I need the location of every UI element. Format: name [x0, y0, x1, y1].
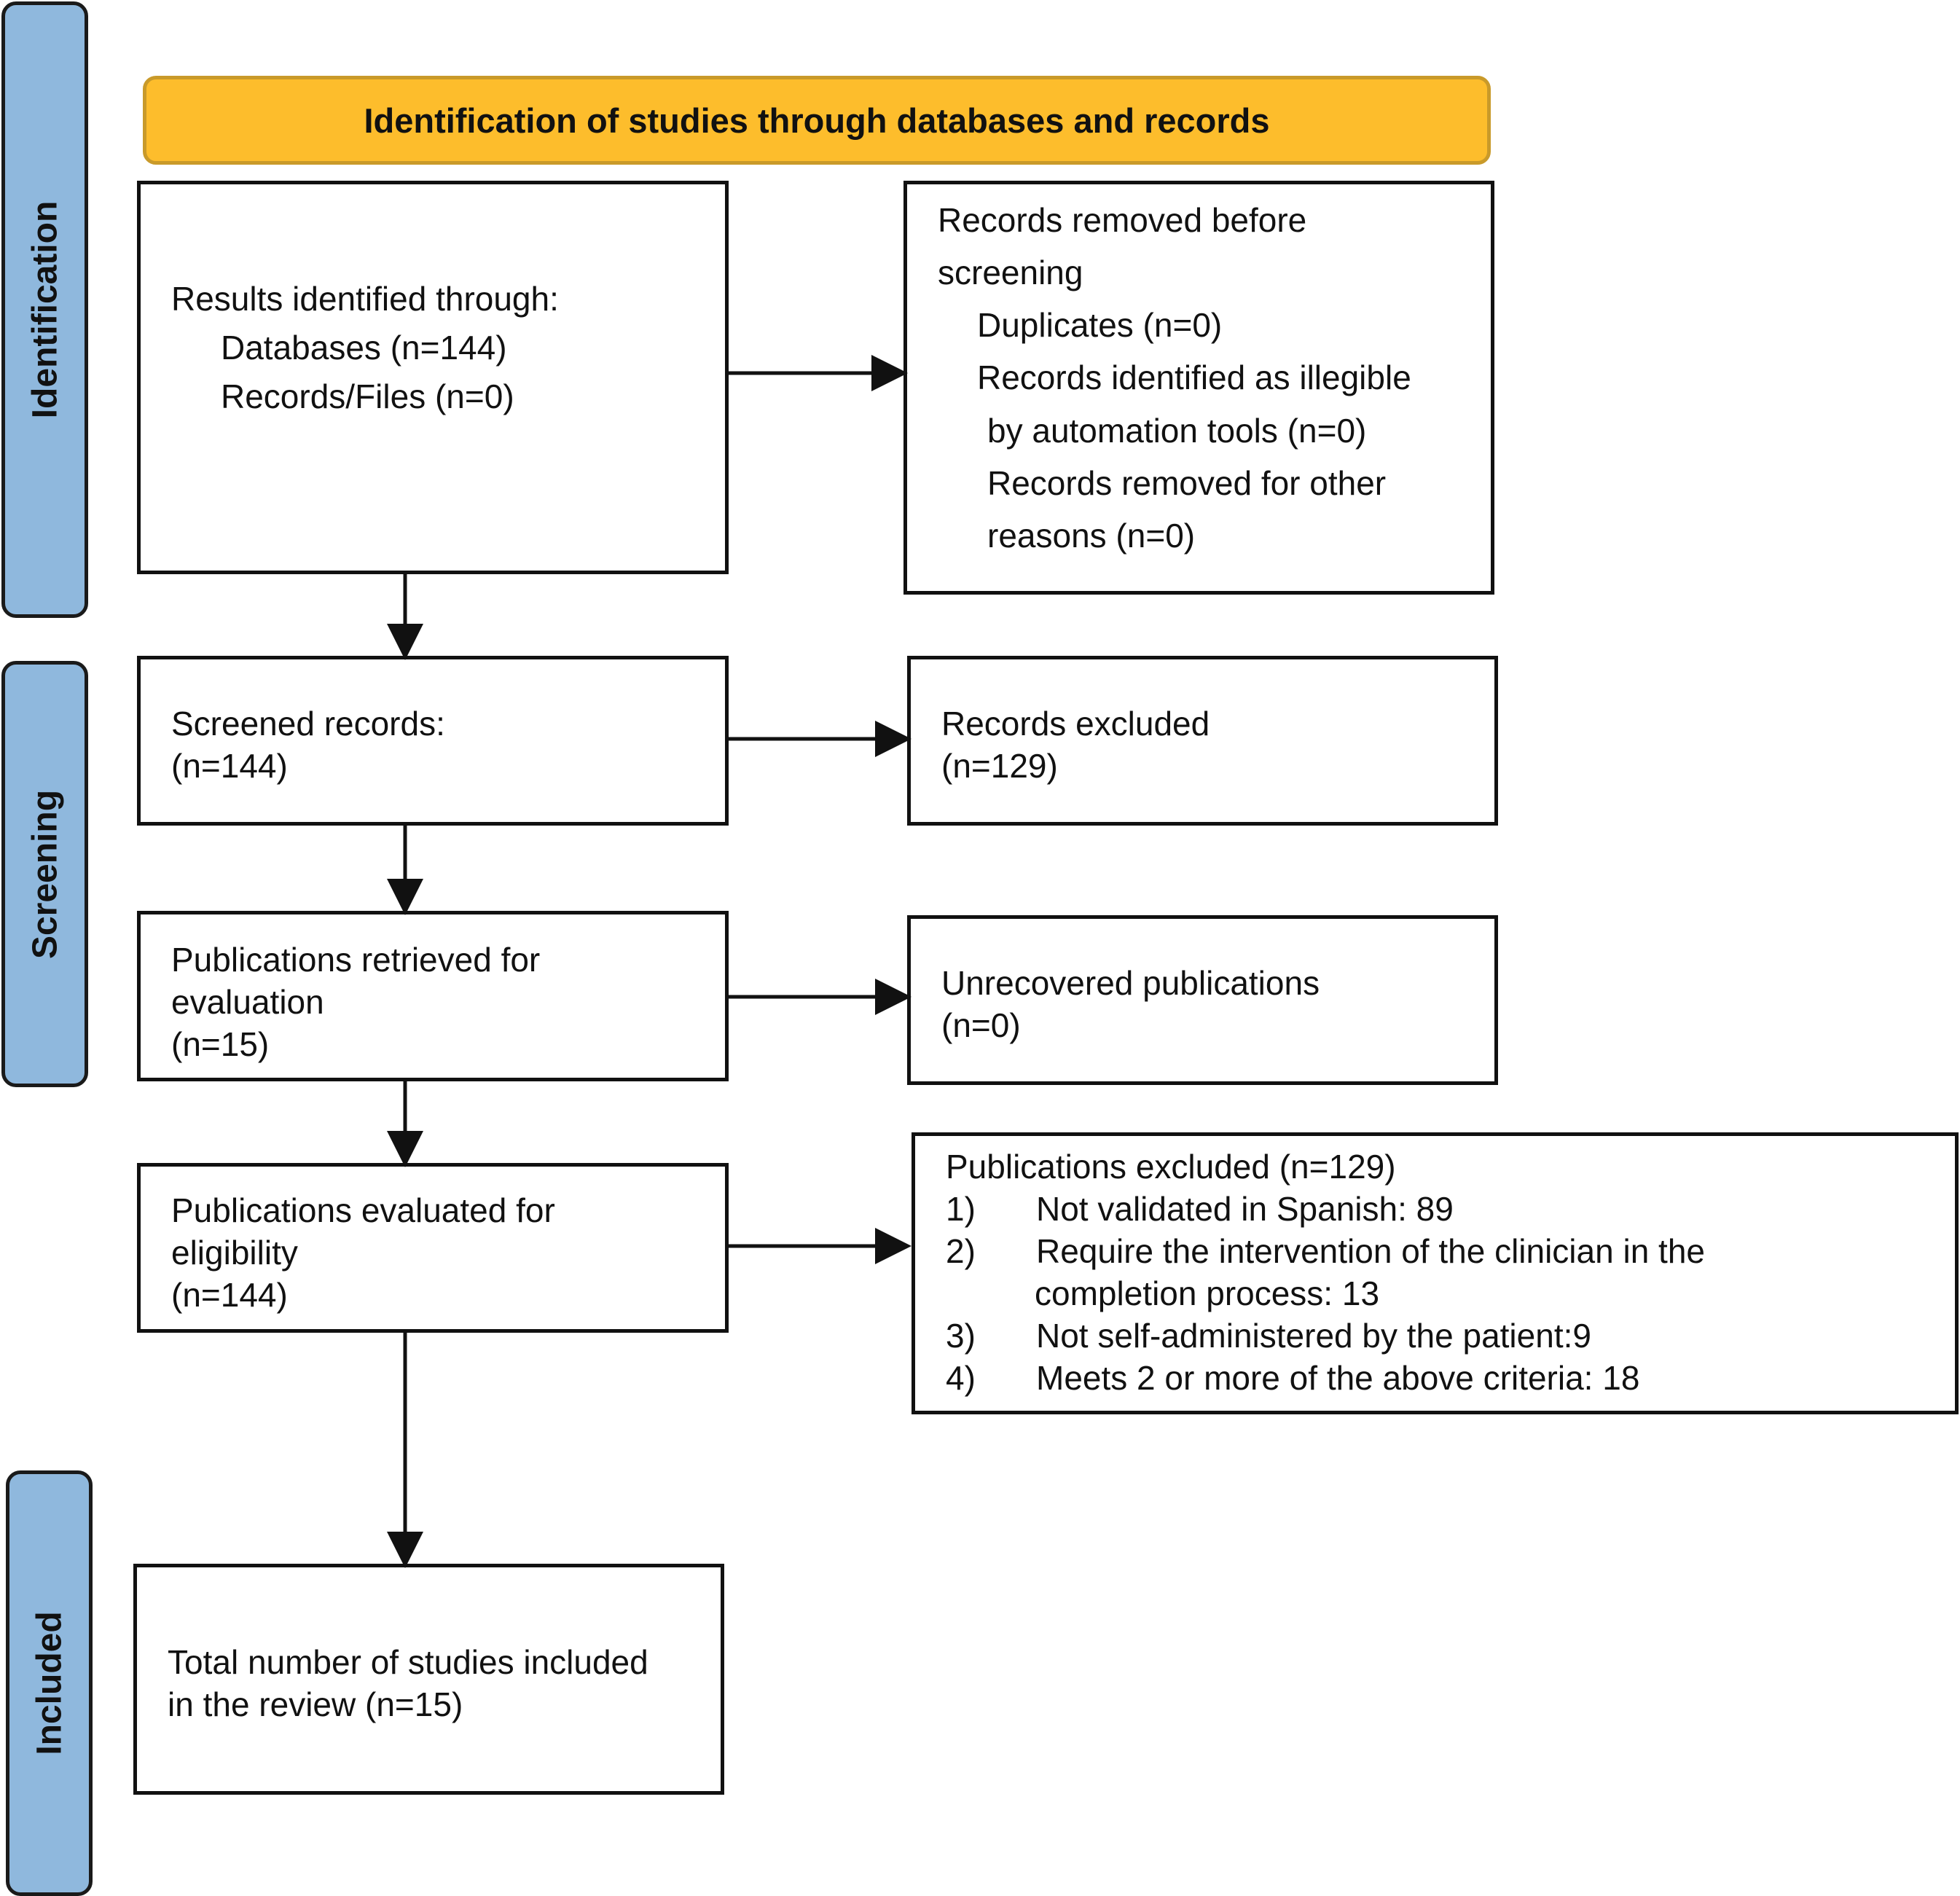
results-identified-heading: Results identified through:	[171, 280, 559, 318]
identification-header: Identification of studies through databa…	[143, 76, 1491, 165]
exclusion-reason-4: Meets 2 or more of the above criteria: 1…	[1036, 1359, 1640, 1397]
exclusion-reason-2: Require the intervention of the clinicia…	[1036, 1232, 1706, 1270]
exclusion-number-4: 4)	[946, 1359, 976, 1397]
records-removed-other-1: Records removed for other	[987, 464, 1387, 502]
records-removed-heading-2: screening	[938, 254, 1083, 291]
stage-included: Included	[6, 1470, 93, 1896]
results-identified-box: Results identified through: Databases (n…	[137, 181, 729, 574]
results-records-files: Records/Files (n=0)	[221, 377, 514, 415]
records-removed-illegible-1: Records identified as illegible	[977, 359, 1411, 396]
eligibility-label-1: Publications evaluated for	[171, 1191, 555, 1229]
unrecovered-publications-count: (n=0)	[941, 1006, 1021, 1044]
publications-retrieved-label-1: Publications retrieved for	[171, 941, 541, 979]
total-included-box: Total number of studies included in the …	[133, 1564, 724, 1795]
exclusion-reason-1: Not validated in Spanish: 89	[1036, 1190, 1454, 1228]
screened-records-count: (n=144)	[171, 747, 288, 785]
results-databases: Databases (n=144)	[221, 329, 507, 367]
unrecovered-publications-box: Unrecovered publications (n=0)	[907, 915, 1498, 1085]
records-removed-illegible-2: by automation tools (n=0)	[987, 412, 1367, 450]
records-excluded-count: (n=129)	[941, 747, 1058, 785]
publications-excluded-box: Publications excluded (n=129) 1) Not val…	[912, 1132, 1959, 1414]
records-removed-heading-1: Records removed before	[938, 201, 1307, 239]
exclusion-reason-3: Not self-administered by the patient:9	[1036, 1317, 1591, 1355]
exclusion-reason-2b: completion process: 13	[1035, 1274, 1380, 1312]
records-excluded-label: Records excluded	[941, 705, 1210, 743]
total-included-label-2: in the review (n=15)	[168, 1685, 463, 1723]
exclusion-number-1: 1)	[946, 1190, 976, 1228]
stage-identification: Identification	[1, 1, 88, 618]
publications-retrieved-label-2: evaluation	[171, 983, 324, 1021]
eligibility-box: Publications evaluated for eligibility (…	[137, 1163, 729, 1333]
publications-excluded-title: Publications excluded (n=129)	[946, 1148, 1396, 1186]
stage-screening: Screening	[1, 661, 88, 1087]
exclusion-number-2: 2)	[946, 1232, 976, 1270]
exclusion-number-3: 3)	[946, 1317, 976, 1355]
eligibility-count: (n=144)	[171, 1276, 288, 1314]
screened-records-label: Screened records:	[171, 705, 445, 743]
records-excluded-box: Records excluded (n=129)	[907, 656, 1498, 826]
publications-retrieved-box: Publications retrieved for evaluation (n…	[137, 911, 729, 1081]
publications-retrieved-count: (n=15)	[171, 1025, 270, 1063]
eligibility-label-2: eligibility	[171, 1234, 298, 1272]
records-removed-other-2: reasons (n=0)	[987, 517, 1196, 555]
identification-header-title: Identification of studies through databa…	[364, 101, 1270, 140]
total-included-label-1: Total number of studies included	[168, 1643, 648, 1681]
records-removed-duplicates: Duplicates (n=0)	[977, 306, 1223, 344]
screened-records-box: Screened records: (n=144)	[137, 656, 729, 826]
unrecovered-publications-label: Unrecovered publications	[941, 964, 1320, 1002]
